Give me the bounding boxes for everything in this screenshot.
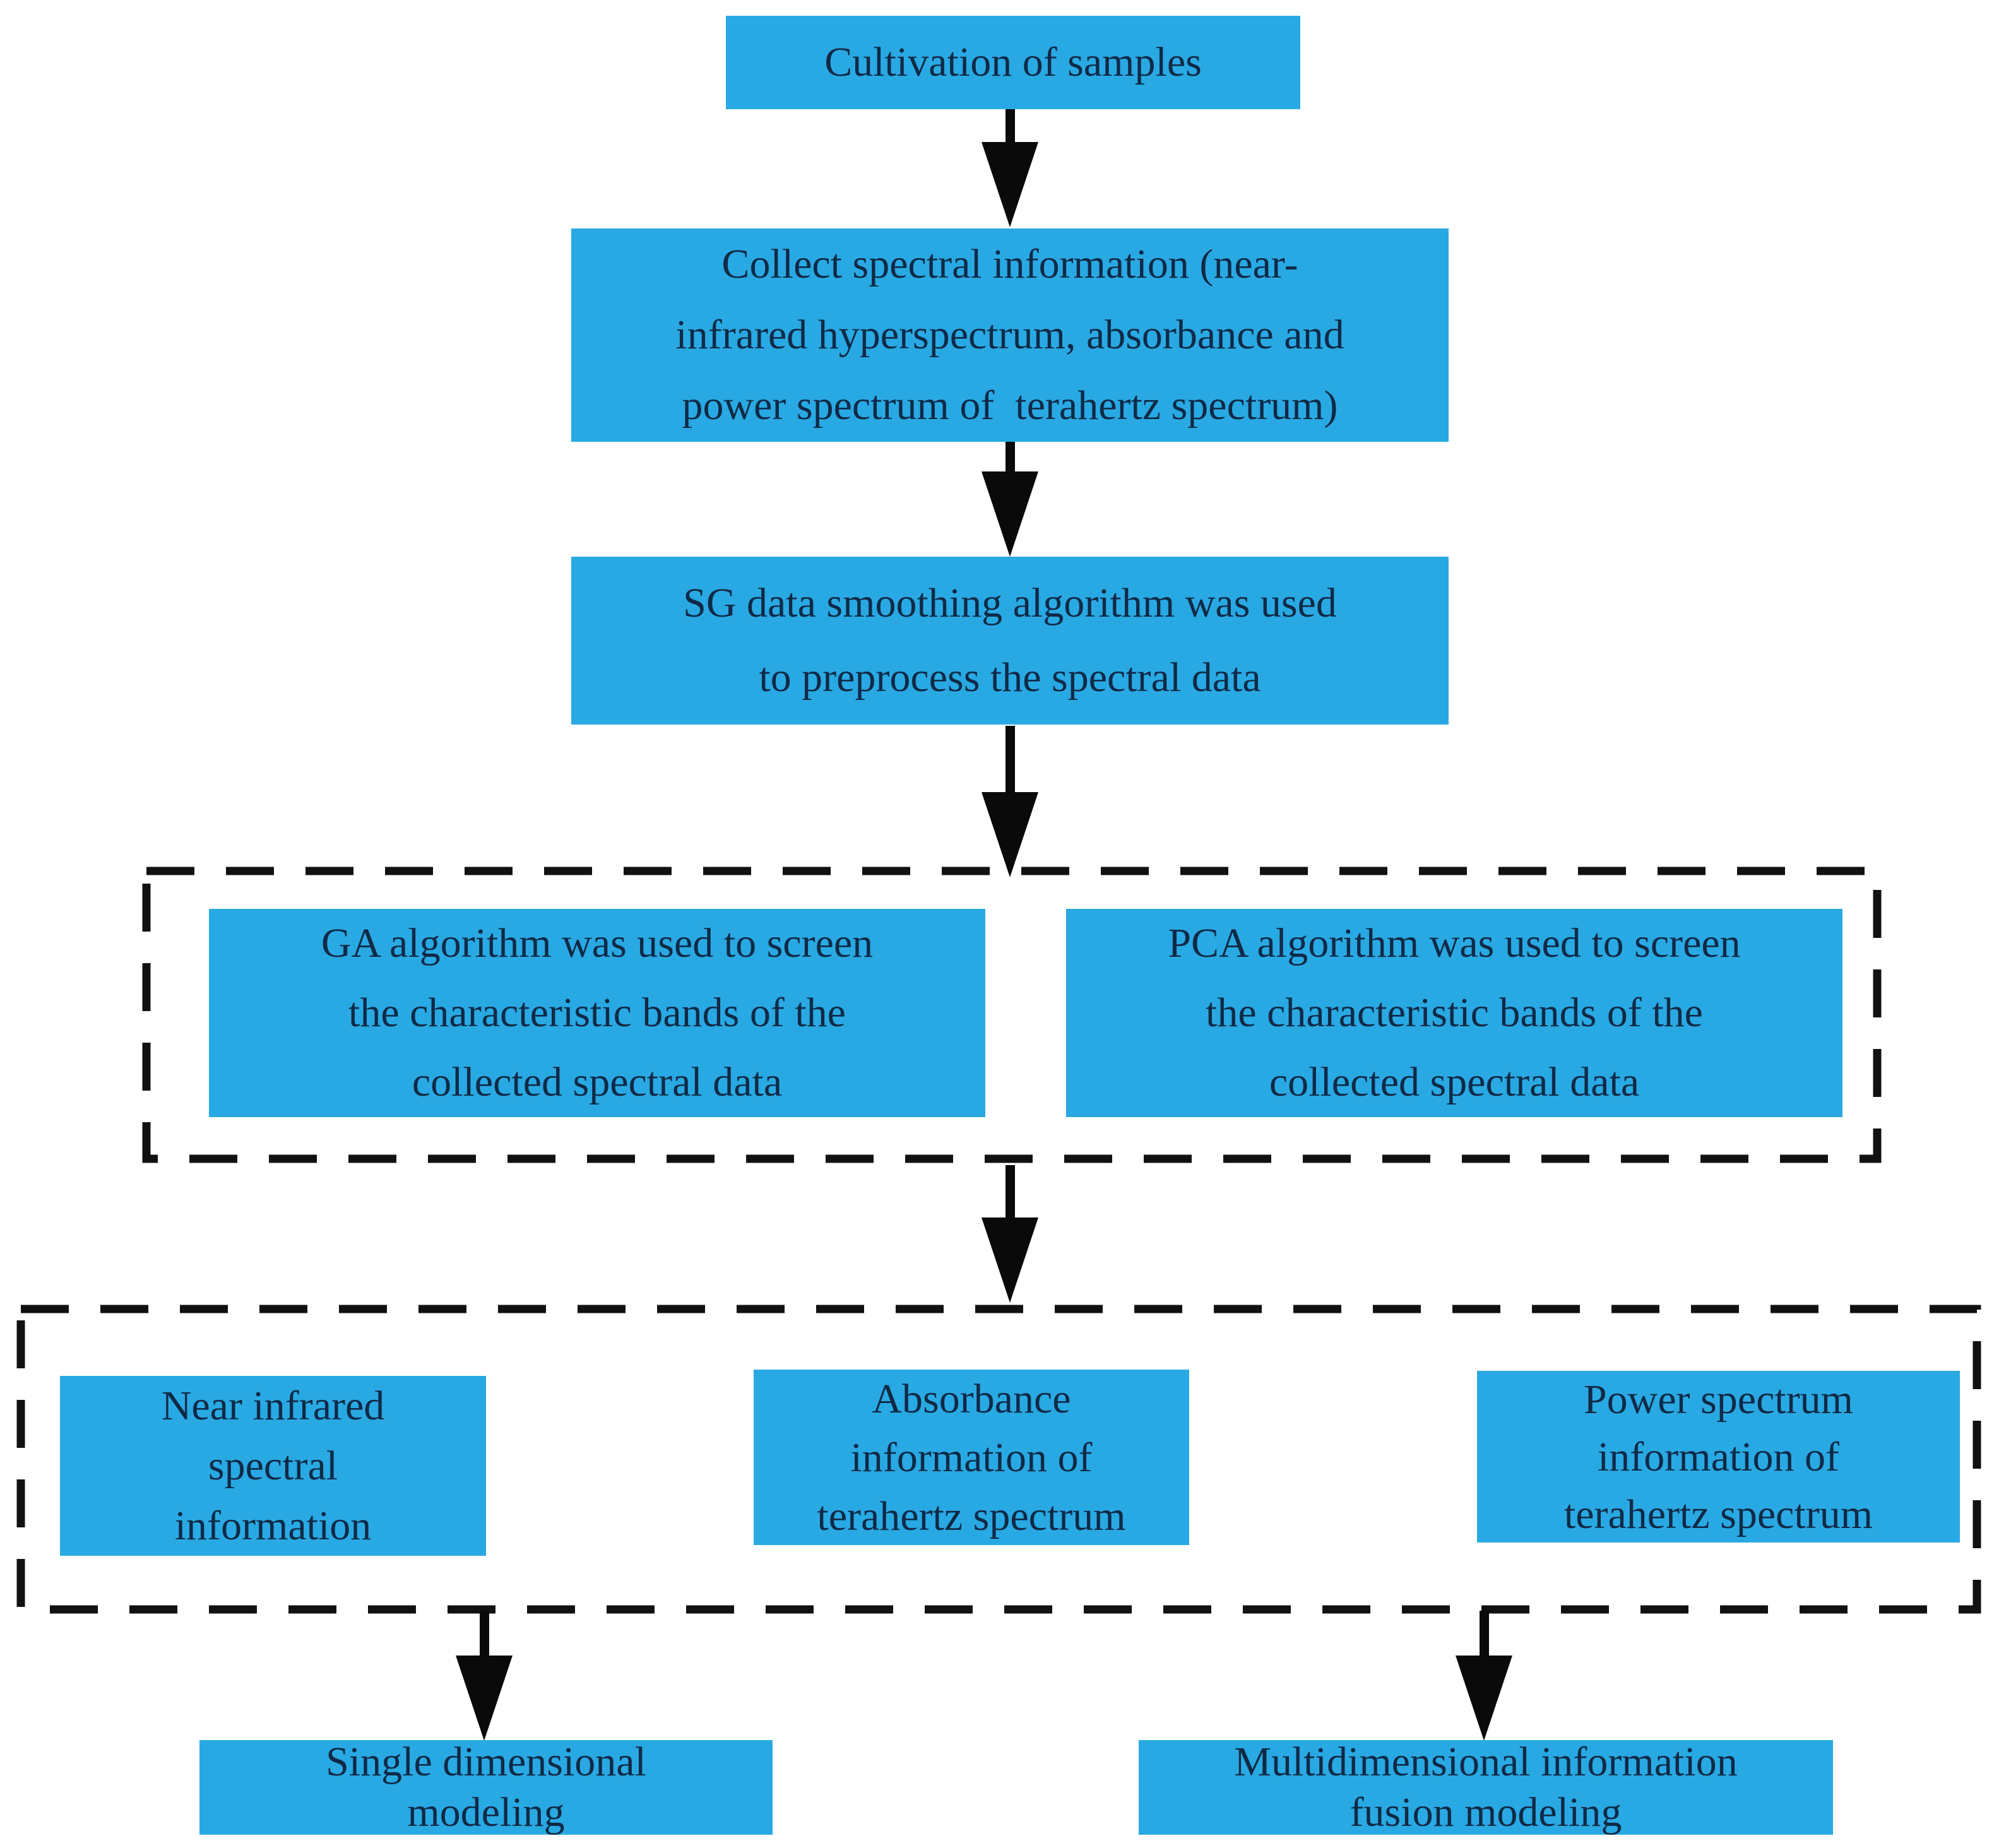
- arrow-down-5: [456, 1611, 513, 1741]
- arrow-down-6: [1456, 1611, 1512, 1741]
- item-near-infrared-info: Near infrared spectral information: [60, 1376, 486, 1556]
- arrow-down-3: [982, 726, 1038, 877]
- spectral-info-group-border: [16, 1304, 1982, 1614]
- arrow-shaft: [1005, 726, 1015, 793]
- arrow-down-4: [982, 1165, 1038, 1303]
- step-sg-smoothing: SG data smoothing algorithm was used to …: [571, 557, 1449, 725]
- arrow-head-icon: [456, 1656, 513, 1741]
- arrow-head-icon: [982, 792, 1038, 877]
- arrow-shaft: [1005, 109, 1015, 143]
- arrow-shaft: [1005, 1165, 1015, 1219]
- arrow-shaft: [1479, 1611, 1489, 1657]
- dashed-border-icon: [16, 1305, 1981, 1614]
- step-multidimensional-fusion-modeling: Multidimensional information fusion mode…: [1139, 1739, 1833, 1835]
- arrow-head-icon: [1456, 1656, 1512, 1741]
- item-power-spectrum-info: Power spectrum information of terahertz …: [1477, 1371, 1960, 1543]
- arrow-shaft: [1005, 442, 1015, 473]
- band-screening-group-border: [141, 866, 1882, 1164]
- step-cultivation-of-samples: Cultivation of samples: [726, 16, 1300, 109]
- step-pca-screening: PCA algorithm was used to screen the cha…: [1066, 909, 1842, 1117]
- item-absorbance-info: Absorbance information of terahertz spec…: [754, 1370, 1189, 1545]
- arrow-head-icon: [982, 1217, 1038, 1303]
- arrow-head-icon: [982, 142, 1038, 227]
- step-ga-screening: GA algorithm was used to screen the char…: [209, 909, 985, 1117]
- arrow-down-1: [982, 109, 1038, 227]
- step-collect-spectral-information: Collect spectral information (near- infr…: [571, 228, 1449, 442]
- dashed-border-icon: [142, 867, 1882, 1163]
- arrow-shaft: [479, 1611, 489, 1657]
- step-single-dimensional-modeling: Single dimensional modeling: [199, 1739, 773, 1835]
- arrow-head-icon: [982, 471, 1038, 557]
- arrow-down-2: [982, 442, 1038, 557]
